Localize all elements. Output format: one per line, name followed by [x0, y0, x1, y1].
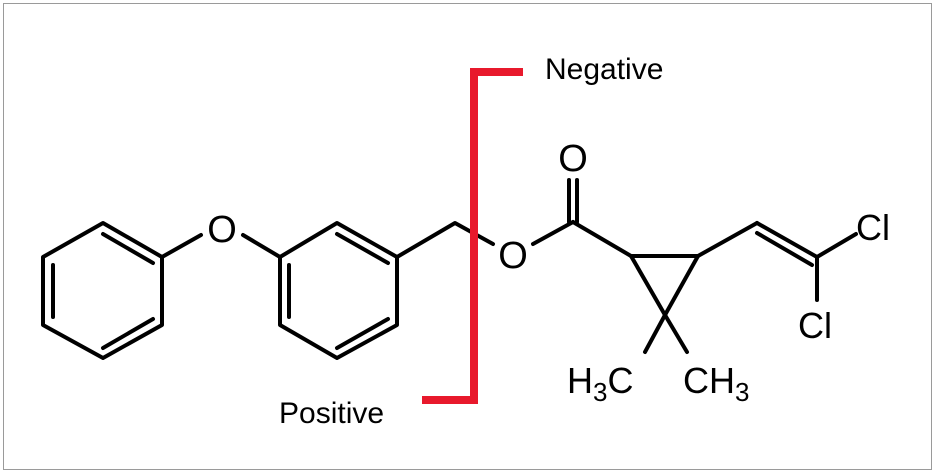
- methyl-left-c: C: [607, 360, 633, 401]
- phenyl-double-bonds: [51, 232, 155, 350]
- ether-bond-right: [241, 233, 282, 259]
- ester-oxygen-label: O: [498, 235, 528, 277]
- benzyl-double-bonds: [287, 232, 390, 350]
- methyl-right-subscript: 3: [735, 377, 749, 407]
- chlorine-label-2: Cl: [798, 305, 832, 346]
- methyl-bond-left: [643, 313, 667, 354]
- methylene-bond: [395, 221, 495, 259]
- carbonyl-oxygen-label: O: [558, 138, 588, 180]
- methyl-right-label: CH3: [683, 360, 749, 407]
- vinyl-bond: [696, 221, 759, 258]
- chlorine-label-1: Cl: [856, 207, 890, 248]
- cleavage-bracket: [422, 68, 523, 404]
- methyl-left-subscript: 3: [593, 377, 607, 407]
- phenyl-ring: [41, 221, 164, 360]
- methyl-left-label: H3C: [567, 360, 633, 407]
- benzyl-ring: [278, 221, 399, 360]
- positive-label: Positive: [279, 397, 384, 430]
- negative-label: Negative: [545, 53, 663, 86]
- ester-bond: [531, 220, 575, 246]
- vinyl-double-bond-b: [755, 231, 814, 267]
- ether-bond-left: [160, 233, 203, 259]
- methyl-left-h: H: [567, 360, 593, 401]
- frame-border: [3, 3, 932, 470]
- cyclopropane-ring: [629, 254, 700, 317]
- methyl-bond-right: [663, 313, 689, 354]
- vinyl-double-bond-a: [755, 221, 819, 259]
- chlorine-bond-1: [815, 232, 858, 259]
- ether-oxygen-label: O: [207, 209, 237, 251]
- methyl-right-ch: CH: [683, 360, 735, 401]
- carbonyl-to-ring-bond: [571, 220, 633, 258]
